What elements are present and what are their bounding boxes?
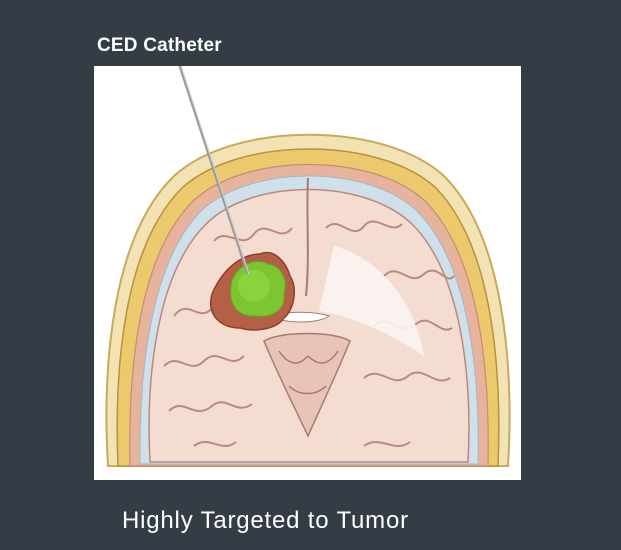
- catheter-label: CED Catheter: [97, 35, 222, 57]
- brain-illustration: [94, 66, 521, 480]
- slide-caption: Highly Targeted to Tumor: [122, 507, 409, 535]
- infusion-highlight: [238, 270, 270, 302]
- brain-cross-section-image: [94, 66, 521, 480]
